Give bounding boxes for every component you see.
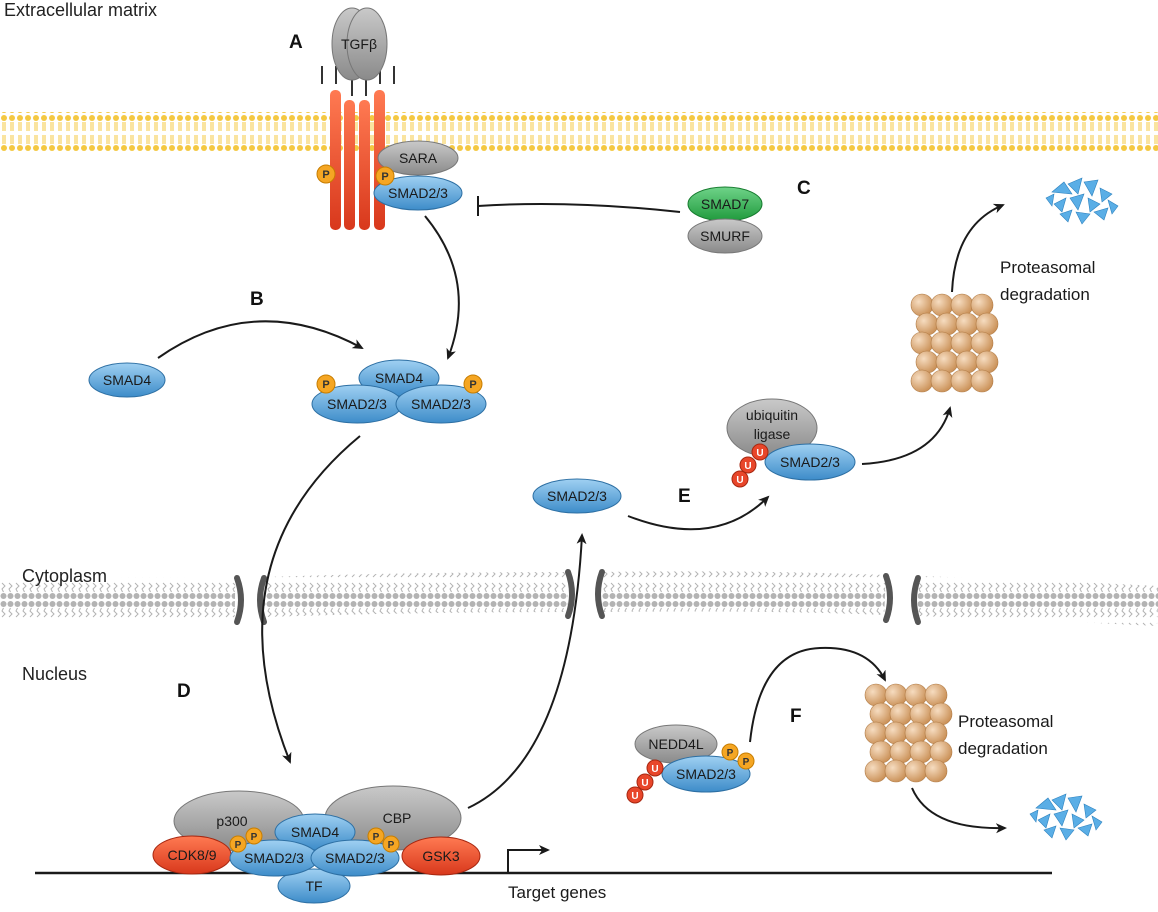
svg-text:SMAD2/3: SMAD2/3	[676, 766, 736, 782]
arrow-receptor-to-complex	[424, 215, 460, 360]
svg-text:SARA: SARA	[399, 150, 438, 166]
arrow-to-fragments-1	[951, 203, 1005, 293]
svg-text:SMAD2/3: SMAD2/3	[547, 488, 607, 504]
svg-text:NEDD4L: NEDD4L	[648, 736, 703, 752]
smad4-free: SMAD4	[88, 362, 166, 398]
svg-text:U: U	[756, 448, 763, 459]
svg-text:U: U	[736, 475, 743, 486]
svg-text:GSK3: GSK3	[422, 848, 460, 864]
nedd4l-complex: NEDD4L SMAD2/3 P P U U U	[626, 724, 755, 804]
svg-text:SMAD2/3: SMAD2/3	[244, 850, 304, 866]
plasma-membrane	[0, 112, 1158, 152]
proteasomal-label-1: Proteasomal	[1000, 258, 1095, 277]
arrow-to-proteasome-1	[861, 406, 953, 465]
smad-complex-cytoplasm: SMAD4 SMAD2/3 SMAD2/3 P P	[311, 359, 487, 424]
svg-text:P: P	[727, 748, 734, 759]
arrow-nuclear-export	[467, 533, 587, 809]
cytoplasm-label: Cytoplasm	[22, 566, 107, 586]
svg-text:P: P	[235, 840, 242, 851]
transcription-start-arrow	[507, 845, 550, 873]
panel-c: C	[797, 178, 811, 199]
svg-text:TF: TF	[305, 878, 322, 894]
smad23-membrane: SMAD2/3	[373, 175, 463, 211]
svg-text:P: P	[251, 832, 258, 843]
svg-text:P: P	[373, 832, 380, 843]
degraded-fragments-2	[1029, 793, 1103, 841]
degradation-label-1: degradation	[1000, 285, 1090, 304]
svg-text:U: U	[651, 764, 658, 775]
svg-text:SMAD7: SMAD7	[701, 196, 749, 212]
target-genes-label: Target genes	[508, 883, 606, 902]
svg-text:P: P	[388, 840, 395, 851]
tgfb-label: TGFβ	[341, 36, 377, 52]
svg-text:U: U	[631, 791, 638, 802]
proteasomal-label-2: Proteasomal	[958, 712, 1053, 731]
panel-a: A	[289, 32, 303, 53]
svg-text:P: P	[469, 379, 476, 391]
svg-text:SMAD4: SMAD4	[375, 370, 423, 386]
svg-text:SMAD2/3: SMAD2/3	[780, 454, 840, 470]
panel-d: D	[177, 681, 191, 702]
svg-text:ubiquitin: ubiquitin	[746, 407, 798, 423]
svg-text:P: P	[322, 379, 329, 391]
phospho-receptor-left: P	[316, 164, 336, 184]
smad7-protein: SMAD7	[687, 186, 763, 222]
smurf-protein: SMURF	[687, 218, 763, 254]
phospho-smad23-membrane: P	[375, 166, 395, 186]
panel-f: F	[790, 706, 802, 727]
svg-text:SMAD4: SMAD4	[103, 372, 151, 388]
arrow-f	[749, 646, 886, 743]
svg-text:SMAD2/3: SMAD2/3	[325, 850, 385, 866]
arrow-e	[627, 495, 770, 531]
svg-text:P: P	[381, 171, 388, 183]
proteasome-cytoplasm	[910, 293, 999, 393]
arrow-to-fragments-2	[911, 787, 1007, 834]
svg-text:CBP: CBP	[383, 810, 412, 826]
smad23-exported: SMAD2/3	[532, 478, 622, 514]
svg-text:SMAD2/3: SMAD2/3	[327, 396, 387, 412]
ubiquitin-ligase-complex: ubiquitin ligase SMAD2/3 U U U	[726, 398, 856, 488]
sara-protein: SARA	[377, 140, 459, 176]
svg-text:SMAD2/3: SMAD2/3	[388, 185, 448, 201]
arrow-b	[157, 320, 364, 359]
degraded-fragments-1	[1045, 177, 1119, 225]
svg-text:U: U	[641, 778, 648, 789]
nucleus-label: Nucleus	[22, 664, 87, 684]
svg-text:U: U	[744, 461, 751, 472]
svg-text:ligase: ligase	[754, 426, 791, 442]
panel-b: B	[250, 289, 264, 310]
svg-text:SMURF: SMURF	[700, 228, 750, 244]
arrow-d-nuclear-import	[261, 435, 361, 764]
inhibition-arrow-c	[477, 203, 681, 213]
extracellular-label: Extracellular matrix	[4, 0, 157, 20]
proteasome-nucleus	[864, 683, 953, 783]
nuclear-envelope	[0, 569, 1158, 626]
svg-text:SMAD4: SMAD4	[291, 824, 339, 840]
svg-text:SMAD2/3: SMAD2/3	[411, 396, 471, 412]
svg-text:p300: p300	[216, 813, 247, 829]
svg-text:P: P	[743, 757, 750, 768]
svg-text:P: P	[322, 169, 329, 181]
transcription-complex: p300 CBP CDK8/9 GSK3 TF SMAD4 SMAD2/3 SM…	[152, 785, 481, 904]
panel-e: E	[678, 486, 691, 507]
degradation-label-2: degradation	[958, 739, 1048, 758]
svg-text:CDK8/9: CDK8/9	[167, 847, 216, 863]
